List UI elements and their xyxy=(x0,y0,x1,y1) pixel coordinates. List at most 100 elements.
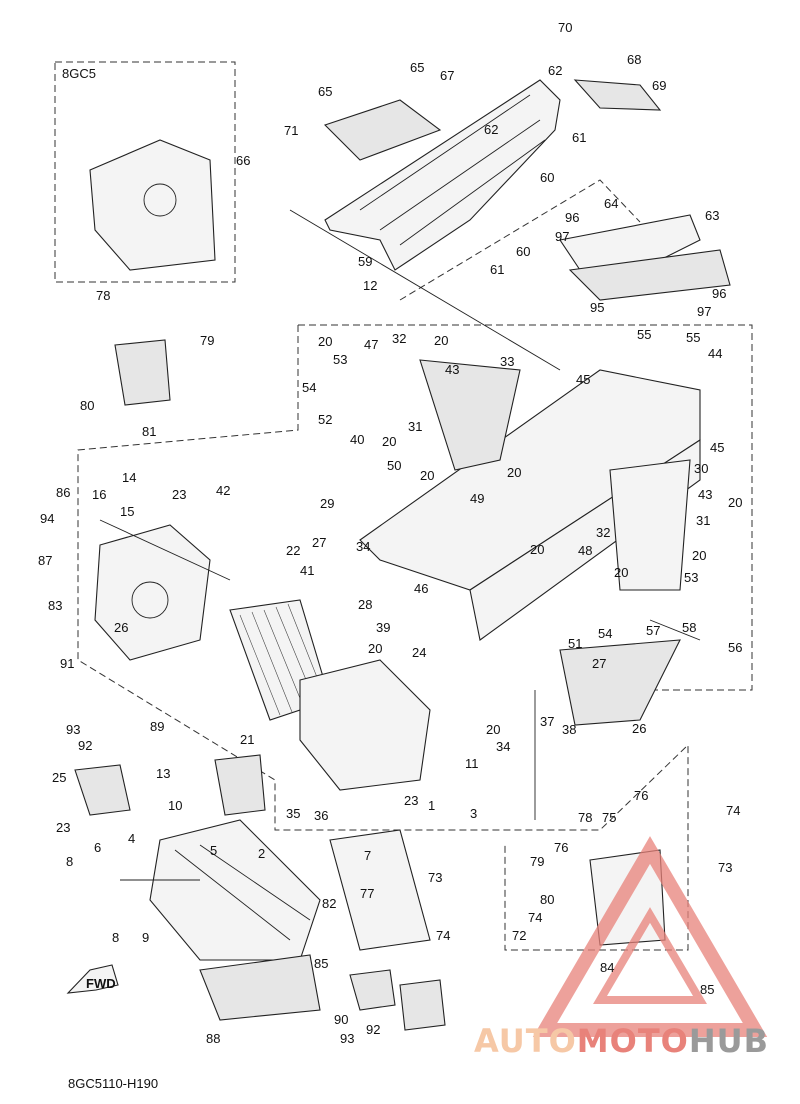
callout: 52 xyxy=(318,412,332,427)
watermark-part-3: HUB xyxy=(688,1022,770,1060)
callout: 32 xyxy=(596,525,610,540)
callout: 79 xyxy=(530,854,544,869)
callout: 50 xyxy=(387,458,401,473)
callout: 58 xyxy=(682,620,696,635)
callout: 16 xyxy=(92,487,106,502)
callout: 42 xyxy=(216,483,230,498)
callout: 84 xyxy=(600,960,614,975)
callout: 40 xyxy=(350,432,364,447)
callout: 34 xyxy=(496,739,510,754)
callout: 92 xyxy=(78,738,92,753)
callout: 43 xyxy=(445,362,459,377)
callout: 85 xyxy=(700,982,714,997)
callout: 1 xyxy=(428,798,435,813)
callout: 86 xyxy=(56,485,70,500)
callout: 73 xyxy=(718,860,732,875)
callout: 23 xyxy=(404,793,418,808)
callout: 65 xyxy=(318,84,332,99)
watermark-logo xyxy=(532,836,768,1037)
callout: 57 xyxy=(646,623,660,638)
callout: 12 xyxy=(363,278,377,293)
callout: 20 xyxy=(486,722,500,737)
callout: 87 xyxy=(38,553,52,568)
callout: 20 xyxy=(692,548,706,563)
callout: 43 xyxy=(698,487,712,502)
callout: 80 xyxy=(540,892,554,907)
callout: 22 xyxy=(286,543,300,558)
fwd-arrow-icon: FWD xyxy=(66,964,119,994)
callout: 30 xyxy=(694,461,708,476)
callout: 55 xyxy=(686,330,700,345)
callout: 78 xyxy=(578,810,592,825)
watermark-part-2: MOTO xyxy=(576,1022,689,1060)
callout: 51 xyxy=(568,636,582,651)
callout: 26 xyxy=(114,620,128,635)
callout: 55 xyxy=(637,327,651,342)
callout: 29 xyxy=(320,496,334,511)
callout: 61 xyxy=(490,262,504,277)
callout: 7 xyxy=(364,848,371,863)
callout: 41 xyxy=(300,563,314,578)
callout: 5 xyxy=(210,843,217,858)
callout: 25 xyxy=(52,770,66,785)
callout: 48 xyxy=(578,543,592,558)
callout: 23 xyxy=(172,487,186,502)
callout: 23 xyxy=(56,820,70,835)
callout: 9 xyxy=(142,930,149,945)
callout: 61 xyxy=(572,130,586,145)
callout: 89 xyxy=(150,719,164,734)
callout: 49 xyxy=(470,491,484,506)
callout: 92 xyxy=(366,1022,380,1037)
callout: 3 xyxy=(470,806,477,821)
callout: 28 xyxy=(358,597,372,612)
callout: 32 xyxy=(392,331,406,346)
callout: 53 xyxy=(684,570,698,585)
callout: 4 xyxy=(128,831,135,846)
callout: 94 xyxy=(40,511,54,526)
callout: 53 xyxy=(333,352,347,367)
callout: 37 xyxy=(540,714,554,729)
callout: 45 xyxy=(710,440,724,455)
callout: 15 xyxy=(120,504,134,519)
callout: 83 xyxy=(48,598,62,613)
callout: 44 xyxy=(708,346,722,361)
callout: 78 xyxy=(96,288,110,303)
callout: 69 xyxy=(652,78,666,93)
callout: 56 xyxy=(728,640,742,655)
leader-lines xyxy=(99,209,701,881)
callout: 62 xyxy=(484,122,498,137)
callout: 80 xyxy=(80,398,94,413)
figure-code: 8GC5110-H190 xyxy=(68,1076,159,1091)
callout: 67 xyxy=(440,68,454,83)
callout: 20 xyxy=(318,334,332,349)
watermark-text: AUTOMOTOHUB xyxy=(474,1022,769,1060)
callout: 20 xyxy=(420,468,434,483)
upper-frame xyxy=(323,79,731,301)
callout: 2 xyxy=(258,846,265,861)
box-code-label: 8GC5 xyxy=(62,66,96,81)
callout: 6 xyxy=(94,840,101,855)
callout: 64 xyxy=(604,196,618,211)
callout: 27 xyxy=(312,535,326,550)
callout: 65 xyxy=(410,60,424,75)
callout: 11 xyxy=(465,756,479,771)
callout: 24 xyxy=(412,645,426,660)
callout: 59 xyxy=(358,254,372,269)
callout: 66 xyxy=(236,153,250,168)
callout: 91 xyxy=(60,656,74,671)
callout: 38 xyxy=(562,722,576,737)
fwd-label: FWD xyxy=(86,976,116,991)
callout: 20 xyxy=(507,465,521,480)
callout: 45 xyxy=(576,372,590,387)
callout: 76 xyxy=(554,840,568,855)
callout: 27 xyxy=(592,656,606,671)
callout: 74 xyxy=(726,803,740,818)
callout: 68 xyxy=(627,52,641,67)
callout: 72 xyxy=(512,928,526,943)
callout: 85 xyxy=(314,956,328,971)
callout: 62 xyxy=(548,63,562,78)
watermark-part-1: AUTO xyxy=(474,1022,577,1060)
callout: 82 xyxy=(322,896,336,911)
callout: 21 xyxy=(240,732,254,747)
